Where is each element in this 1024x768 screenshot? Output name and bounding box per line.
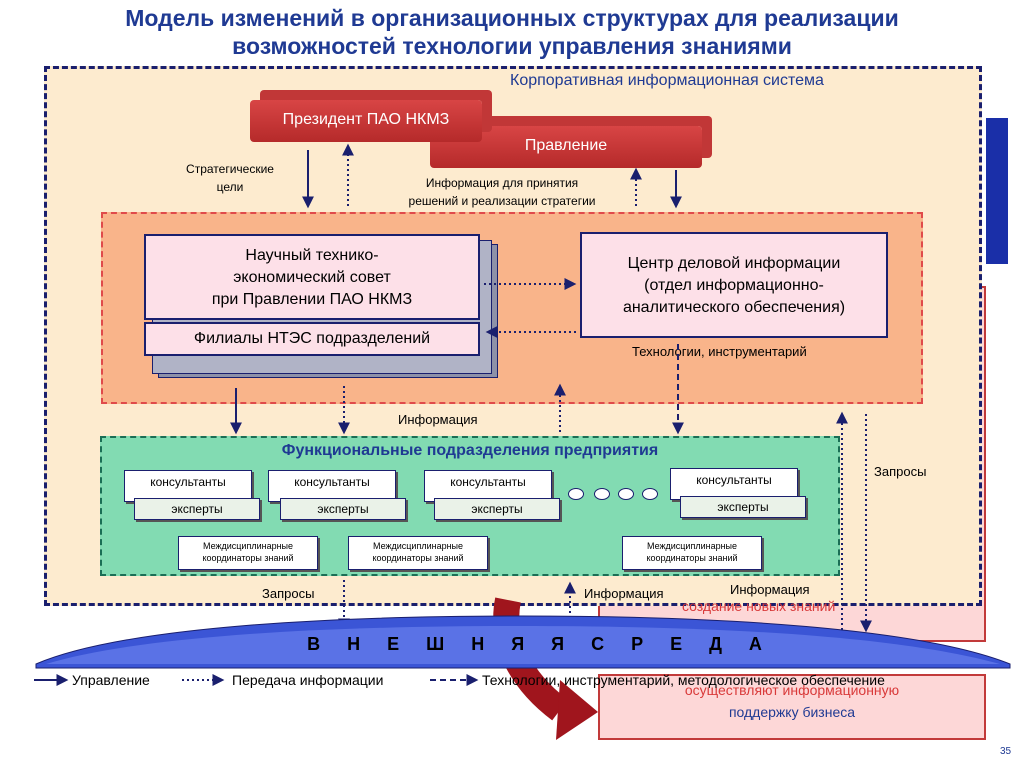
page-number: 35 (1000, 746, 1012, 757)
business-info-center-box: Центр деловой информации (отдел информац… (580, 232, 888, 338)
center-line-3: аналитического обеспечения) (622, 299, 846, 316)
president-box: Президент ПАО НКМЗ (250, 100, 482, 142)
ellipsis-dot-1 (568, 488, 584, 500)
corporate-system-label: Корпоративная информационная система (510, 72, 824, 89)
coordinators-2-line-1: Междисциплинарные (372, 541, 464, 551)
external-environment-label: В Н Е Ш Н Я Я С Р Е Д А (307, 634, 773, 654)
decision-info-label: Информация для принятия решений и реализ… (352, 174, 652, 210)
information-label-bottom-1: Информация (584, 586, 664, 601)
strategic-goals-line-2: цели (216, 180, 244, 194)
council-line-3: при Правлении ПАО НКМЗ (211, 291, 413, 308)
business-support-line-2: поддержку бизнеса (728, 704, 856, 720)
experts-box-2: эксперты (280, 498, 406, 520)
external-environment-light (46, 626, 1000, 664)
functional-units-title: Функциональные подразделения предприятия (281, 442, 659, 459)
coordinators-3-line-1: Междисциплинарные (646, 541, 738, 551)
new-knowledge-text: создание новых знаний (682, 598, 836, 614)
ellipsis-dot-2 (594, 488, 610, 500)
strategic-goals-line-1: Стратегические (186, 162, 274, 176)
experts-box-1: эксперты (134, 498, 260, 520)
tech-tools-label: Технологии, инструментарий (632, 344, 807, 359)
center-line-2: (отдел информационно- (644, 277, 824, 294)
legend-tech-label: Технологии, инструментарий, методологиче… (482, 672, 885, 688)
legend-transfer-label: Передача информации (232, 672, 384, 688)
business-support-box: осуществляют информационную поддержку би… (598, 674, 986, 740)
slide-title: Модель изменений в организационных струк… (0, 4, 1024, 60)
center-line-1: Центр деловой информации (627, 255, 841, 272)
red-arrow-head (556, 680, 598, 740)
experts-box-3: эксперты (434, 498, 560, 520)
ellipsis-dot-3 (618, 488, 634, 500)
coordinators-box-1: Междисциплинарные координаторы знаний (178, 536, 318, 570)
consultants-box-4: консультанты (670, 468, 798, 500)
requests-label-right: Запросы (874, 464, 927, 479)
decision-info-line-2: решений и реализации стратегии (408, 194, 596, 208)
ellipsis-dot-4 (642, 488, 658, 500)
information-label-mid: Информация (398, 412, 478, 427)
council-line-2: экономический совет (233, 269, 391, 286)
title-line-1: Модель изменений в организационных струк… (125, 5, 899, 31)
coordinators-box-3: Междисциплинарные координаторы знаний (622, 536, 762, 570)
council-line-1: Научный технико- (245, 247, 379, 264)
scientific-council-box: Научный технико- экономический совет при… (144, 234, 480, 320)
requests-label-bottom: Запросы (262, 586, 315, 601)
business-support-line-1: осуществляют информационную (684, 682, 900, 698)
legend-control-label: Управление (72, 672, 150, 688)
coordinators-3-line-2: координаторы знаний (646, 553, 738, 563)
coordinators-2-line-2: координаторы знаний (372, 553, 464, 563)
coordinators-box-2: Междисциплинарные координаторы знаний (348, 536, 488, 570)
consultants-box-3: консультанты (424, 470, 552, 502)
information-label-bottom-2: Информация (730, 582, 810, 597)
coordinators-1-line-1: Междисциплинарные (202, 541, 294, 551)
branches-box: Филиалы НТЭС подразделений (144, 322, 480, 356)
decision-info-line-1: Информация для принятия (425, 176, 579, 190)
strategic-goals-label: Стратегические цели (160, 160, 300, 196)
blue-side-bar (986, 118, 1008, 264)
experts-box-4: эксперты (680, 496, 806, 518)
consultants-box-1: консультанты (124, 470, 252, 502)
coordinators-1-line-2: координаторы знаний (202, 553, 294, 563)
title-line-2: возможностей технологии управления знани… (232, 33, 792, 59)
